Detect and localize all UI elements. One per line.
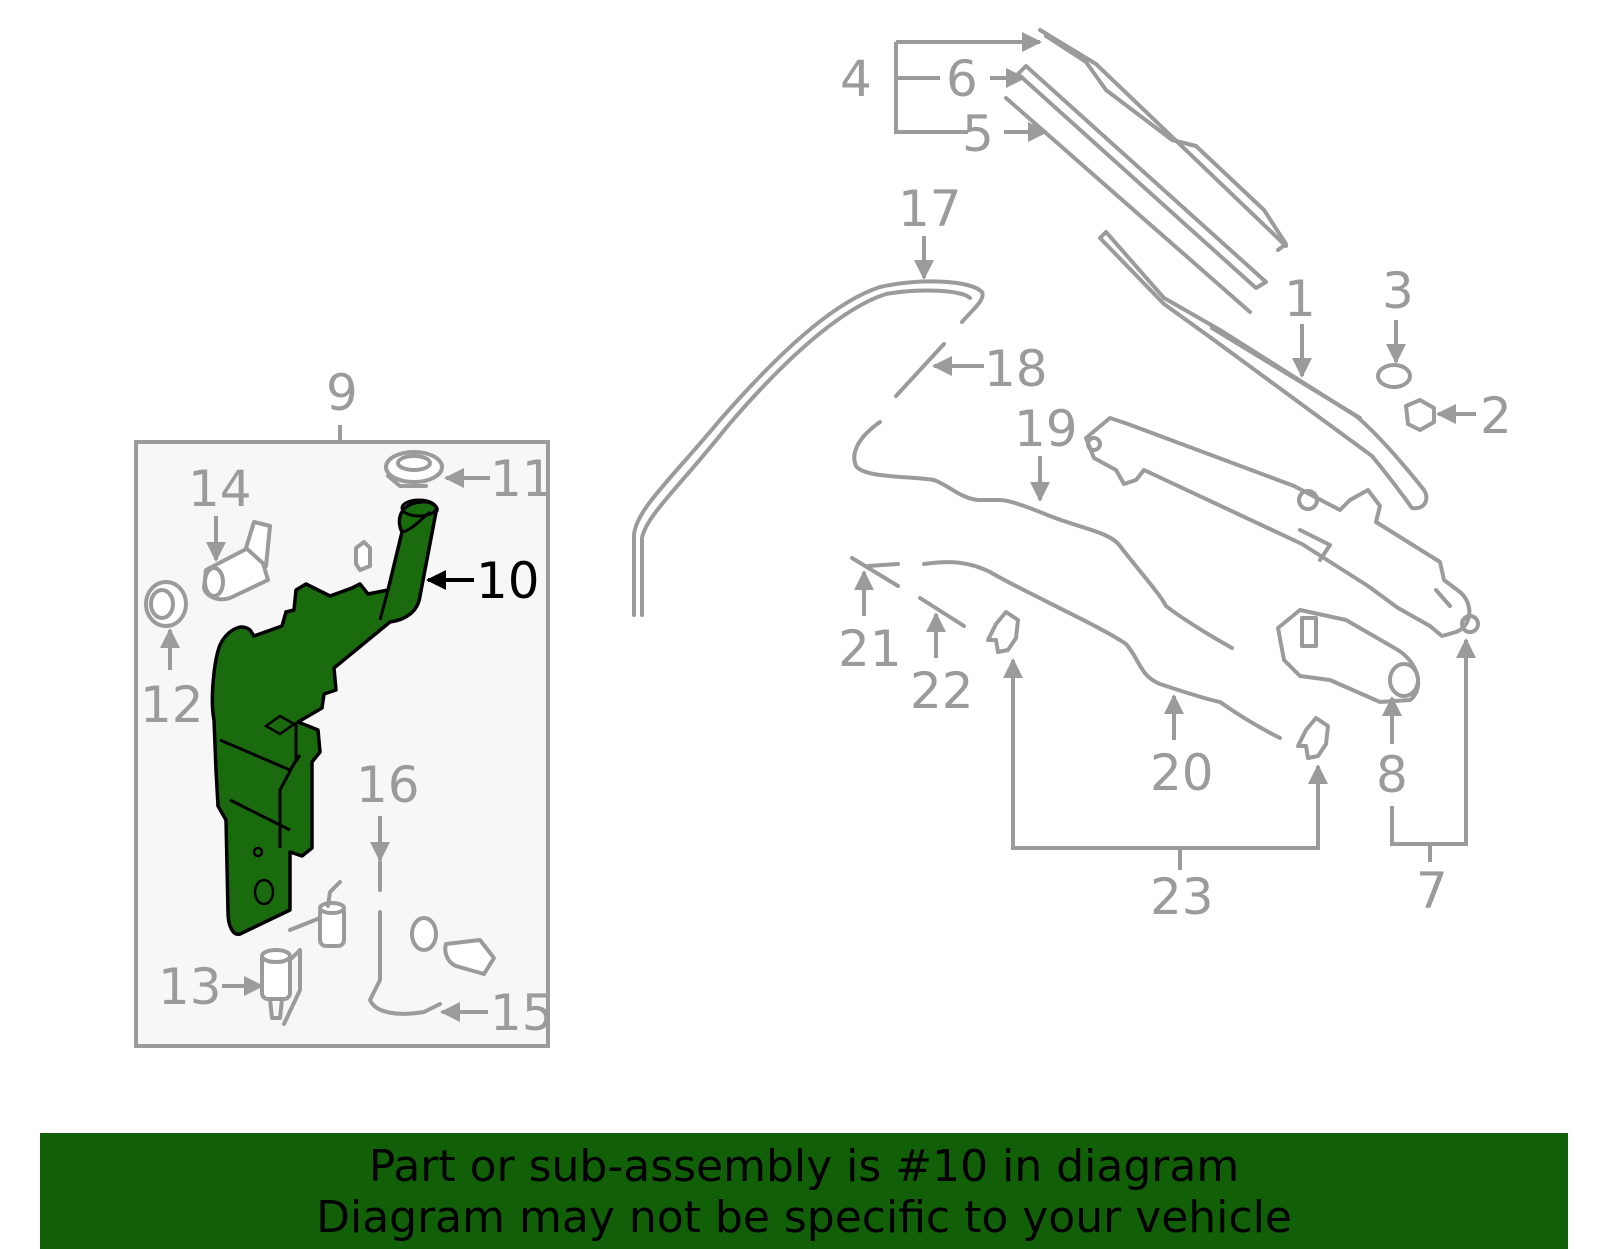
wiper-linkage-part-7 — [1084, 416, 1480, 638]
callout-19: 19 — [1014, 400, 1078, 458]
callout-9: 9 — [326, 364, 358, 422]
washer-part-3 — [1376, 363, 1412, 389]
callout-13: 13 — [158, 958, 222, 1016]
callout-4: 4 — [840, 50, 872, 108]
hose-part-20 — [922, 560, 1282, 740]
connector — [410, 916, 496, 976]
banner-line-2: Diagram may not be specific to your vehi… — [316, 1192, 1292, 1243]
callout-21: 21 — [838, 620, 902, 678]
connector-part-22 — [918, 596, 966, 628]
callout-18: 18 — [984, 340, 1048, 398]
callout-17: 17 — [898, 180, 962, 238]
callout-7: 7 — [1416, 862, 1448, 920]
callout-10: 10 — [476, 552, 540, 610]
callout-23: 23 — [1150, 868, 1214, 926]
callout-5: 5 — [962, 105, 994, 163]
nut-part-2 — [1404, 398, 1436, 432]
callout-6: 6 — [946, 50, 978, 108]
grommet-part-12 — [144, 580, 188, 628]
wiper-motor-part-8 — [1276, 608, 1420, 704]
wiper-blade-part-4 — [1004, 28, 1288, 314]
washer-hose-part-17 — [632, 279, 985, 617]
clip — [354, 540, 372, 572]
banner-line-1: Part or sub-assembly is #10 in diagram — [368, 1141, 1240, 1192]
hose-part-15 — [368, 910, 442, 1016]
hose-part-18 — [894, 342, 946, 398]
callout-8: 8 — [1376, 746, 1408, 804]
callout-16: 16 — [356, 756, 420, 814]
callout-14: 14 — [188, 460, 252, 518]
callout-15: 15 — [490, 984, 554, 1042]
wiper-arm-part-1 — [1098, 230, 1429, 511]
filler-cap-part-11 — [384, 450, 444, 488]
level-sensor-part-14 — [202, 520, 272, 602]
info-banner: Part or sub-assembly is #10 in diagram D… — [40, 1133, 1568, 1249]
callout-20: 20 — [1150, 744, 1214, 802]
hose-part-19 — [852, 420, 1234, 650]
washer-nozzles-part-23 — [986, 610, 1330, 760]
callout-3: 3 — [1382, 262, 1414, 320]
callout-11: 11 — [490, 450, 554, 508]
washer-pump-part-13 — [260, 880, 346, 1026]
callout-2: 2 — [1480, 387, 1512, 445]
callout-12: 12 — [140, 676, 204, 734]
connector-part-21 — [850, 556, 900, 588]
washer-reservoir-part-10[interactable] — [210, 498, 439, 936]
callout-1: 1 — [1284, 270, 1316, 328]
callout-22: 22 — [910, 662, 974, 720]
